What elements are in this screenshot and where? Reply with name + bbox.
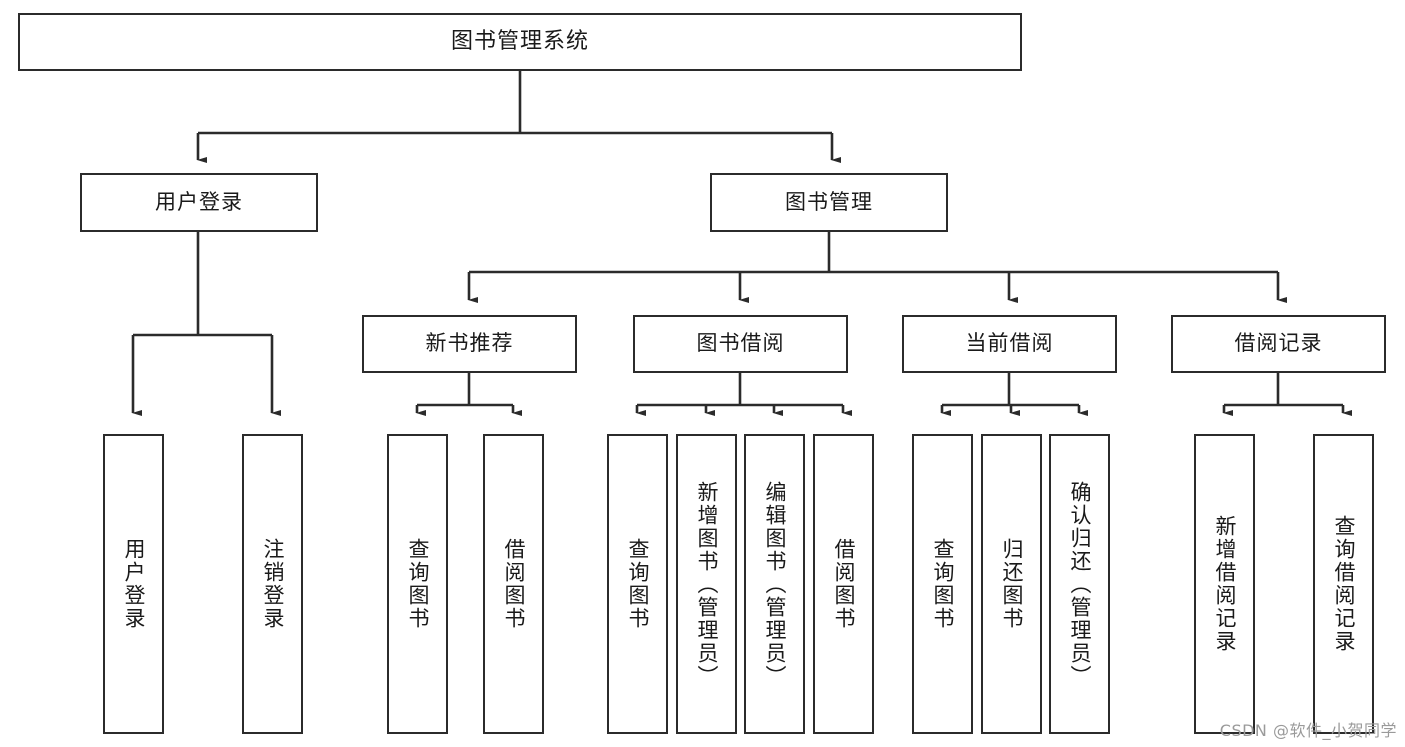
- node-leaf-add-book-admin[interactable]: 新增图书（管理员）: [676, 434, 737, 734]
- node-current-borrow[interactable]: 当前借阅: [902, 315, 1117, 373]
- node-leaf-query-book-recommend[interactable]: 查询图书: [387, 434, 448, 734]
- node-leaf-query-borrow-record[interactable]: 查询借阅记录: [1313, 434, 1374, 734]
- node-leaf-label: 借阅图书: [502, 538, 526, 630]
- node-leaf-label: 新增借阅记录: [1213, 515, 1237, 653]
- node-leaf-borrow-book-recommend[interactable]: 借阅图书: [483, 434, 544, 734]
- node-leaf-label: 新增图书（管理员）: [695, 480, 719, 688]
- node-leaf-label: 编辑图书（管理员）: [763, 480, 787, 688]
- node-leaf-edit-book-admin[interactable]: 编辑图书（管理员）: [744, 434, 805, 734]
- node-user-login[interactable]: 用户登录: [80, 173, 318, 232]
- node-borrow-records[interactable]: 借阅记录: [1171, 315, 1386, 373]
- node-leaf-query-book-current[interactable]: 查询图书: [912, 434, 973, 734]
- node-leaf-label: 确认归还（管理员）: [1068, 480, 1092, 688]
- node-root-system[interactable]: 图书管理系统: [18, 13, 1022, 71]
- node-leaf-label: 借阅图书: [832, 538, 856, 630]
- node-leaf-label: 归还图书: [1000, 538, 1024, 630]
- watermark-text: CSDN @软件_小贺同学: [1219, 721, 1397, 740]
- node-book-borrow[interactable]: 图书借阅: [633, 315, 848, 373]
- node-new-book-recommend[interactable]: 新书推荐: [362, 315, 577, 373]
- node-leaf-label: 注销登录: [261, 538, 285, 630]
- node-leaf-label: 查询借阅记录: [1332, 515, 1356, 653]
- node-leaf-confirm-return-admin[interactable]: 确认归还（管理员）: [1049, 434, 1110, 734]
- node-book-management[interactable]: 图书管理: [710, 173, 948, 232]
- node-leaf-label: 查询图书: [626, 538, 650, 630]
- node-leaf-return-book[interactable]: 归还图书: [981, 434, 1042, 734]
- node-leaf-add-borrow-record[interactable]: 新增借阅记录: [1194, 434, 1255, 734]
- node-leaf-borrow-book[interactable]: 借阅图书: [813, 434, 874, 734]
- node-leaf-label: 查询图书: [931, 538, 955, 630]
- node-leaf-label: 查询图书: [406, 538, 430, 630]
- node-leaf-logout[interactable]: 注销登录: [242, 434, 303, 734]
- node-leaf-query-book-borrow[interactable]: 查询图书: [607, 434, 668, 734]
- node-leaf-user-login[interactable]: 用户登录: [103, 434, 164, 734]
- node-leaf-label: 用户登录: [122, 538, 146, 630]
